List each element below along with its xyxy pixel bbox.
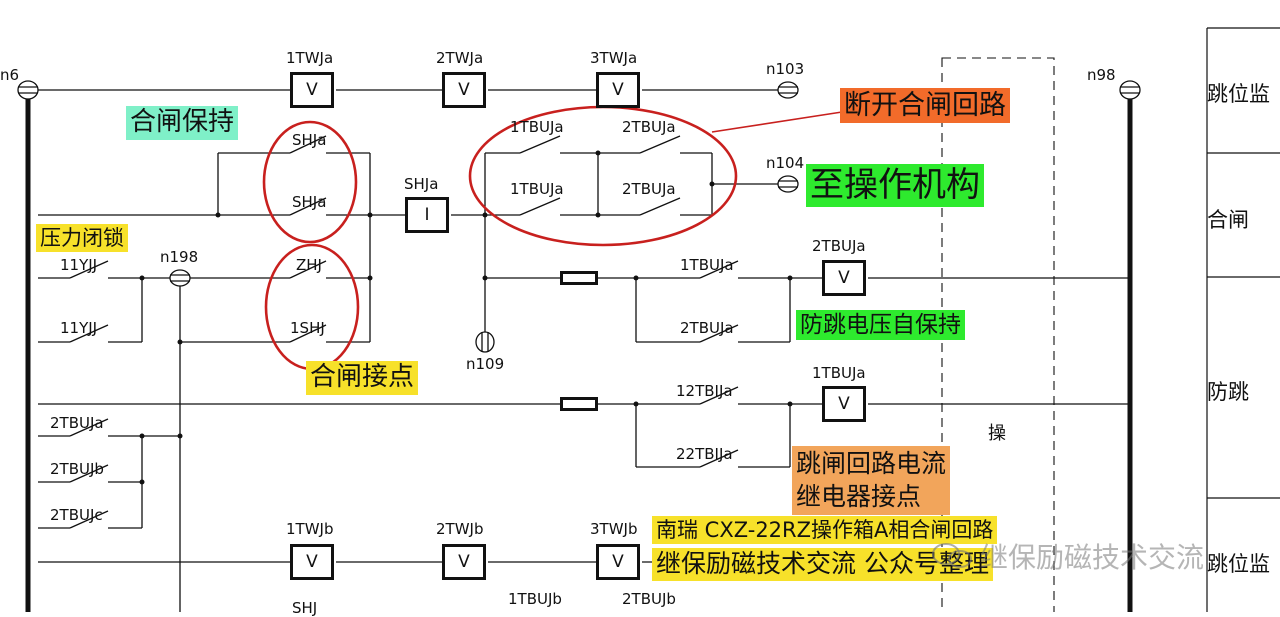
label-2tbuja-top: 2TBUJa bbox=[622, 118, 676, 136]
terminal-n198 bbox=[169, 269, 191, 287]
watermark: 继保励磁技术交流 bbox=[930, 536, 1204, 578]
label-3twjb: 3TWJb bbox=[590, 520, 638, 538]
node-n6-label: n6 bbox=[0, 66, 20, 84]
coil-2tbuja: V bbox=[822, 260, 866, 296]
label-cao: 操 bbox=[988, 423, 1006, 444]
label-2twjb: 2TWJb bbox=[436, 520, 484, 538]
label-1twja: 1TWJa bbox=[286, 49, 334, 67]
annotation-title: 南瑞 CXZ-22RZ操作箱A相合闸回路 bbox=[652, 516, 998, 545]
right-column-row-4: 跳位监 bbox=[1207, 552, 1270, 576]
coil-3twja: V bbox=[596, 72, 640, 108]
label-1tbuja-top: 1TBUJa bbox=[510, 118, 564, 136]
annotation-to-mechanism: 至操作机构 bbox=[806, 164, 984, 208]
node-n98-label: n98 bbox=[1087, 66, 1116, 84]
annotation-pressure-lock: 压力闭锁 bbox=[36, 224, 128, 253]
annotation-break-close-circuit: 断开合闸回路 bbox=[840, 88, 1010, 124]
label-2tbujb-left: 2TBUJb bbox=[50, 460, 104, 478]
coil-2twja: V bbox=[442, 72, 486, 108]
wechat-icon bbox=[930, 541, 974, 578]
node-n103-label: n103 bbox=[766, 60, 805, 78]
label-1tbuja-coil: 1TBUJa bbox=[812, 364, 866, 382]
label-22tbija: 22TBIJa bbox=[676, 445, 733, 463]
terminal-n104 bbox=[777, 175, 799, 193]
terminal-n6 bbox=[17, 80, 39, 100]
annotation-anti-jump-hold: 防跳电压自保持 bbox=[796, 310, 965, 341]
label-12tbija: 12TBIJa bbox=[676, 382, 733, 400]
annotation-trip-current: 跳闸回路电流继电器接点 bbox=[792, 446, 951, 515]
label-11yjj-1: 11YJJ bbox=[60, 256, 98, 274]
coil-1tbuja: V bbox=[822, 386, 866, 422]
label-1tbujb: 1TBUJb bbox=[508, 590, 562, 608]
coil-1twjb: V bbox=[290, 544, 334, 580]
label-2tbujc-left: 2TBUJc bbox=[50, 506, 103, 524]
coil-shja: I bbox=[405, 197, 449, 233]
resistor-anti-jump bbox=[560, 271, 598, 285]
label-2tbuja-mid: 2TBUJa bbox=[622, 180, 676, 198]
terminal-n98 bbox=[1119, 80, 1141, 100]
terminal-n109 bbox=[475, 331, 495, 353]
coil-2twjb: V bbox=[442, 544, 486, 580]
label-shja-top: SHJa bbox=[292, 131, 327, 149]
label-shja-bottom: SHJa bbox=[292, 193, 327, 211]
label-1twjb: 1TWJb bbox=[286, 520, 334, 538]
label-2tbuja-coil: 2TBUJa bbox=[812, 237, 866, 255]
node-n109-label: n109 bbox=[466, 355, 505, 373]
label-1shj: 1SHJ bbox=[290, 319, 325, 337]
coil-3twjb: V bbox=[596, 544, 640, 580]
node-n198-label: n198 bbox=[160, 248, 199, 266]
right-column-row-2: 合闸 bbox=[1207, 208, 1249, 232]
node-n104-label: n104 bbox=[766, 154, 805, 172]
coil-1twja: V bbox=[290, 72, 334, 108]
label-2tbuja-row5: 2TBUJa bbox=[680, 319, 734, 337]
label-1tbuja-row4: 1TBUJa bbox=[680, 256, 734, 274]
right-column-row-3: 防跳 bbox=[1207, 380, 1249, 404]
annotation-close-contact: 合闸接点 bbox=[306, 361, 419, 395]
label-2tbujb: 2TBUJb bbox=[622, 590, 676, 608]
terminal-n103 bbox=[777, 81, 799, 99]
label-1tbuja-mid: 1TBUJa bbox=[510, 180, 564, 198]
label-2twja: 2TWJa bbox=[436, 49, 484, 67]
highlight-hold-contacts bbox=[262, 120, 358, 244]
resistor-trip-current bbox=[560, 397, 598, 411]
label-shja-coil: SHJa bbox=[404, 175, 439, 193]
right-column-row-1: 跳位监 bbox=[1207, 82, 1270, 106]
annotation-close-hold: 合闸保持 bbox=[126, 106, 239, 140]
label-zhj: ZHJ bbox=[296, 256, 322, 274]
label-shj-cut: SHJ bbox=[292, 599, 318, 617]
label-3twja: 3TWJa bbox=[590, 49, 638, 67]
label-2tbuja-left: 2TBUJa bbox=[50, 414, 104, 432]
label-11yjj-2: 11YJJ bbox=[60, 319, 98, 337]
